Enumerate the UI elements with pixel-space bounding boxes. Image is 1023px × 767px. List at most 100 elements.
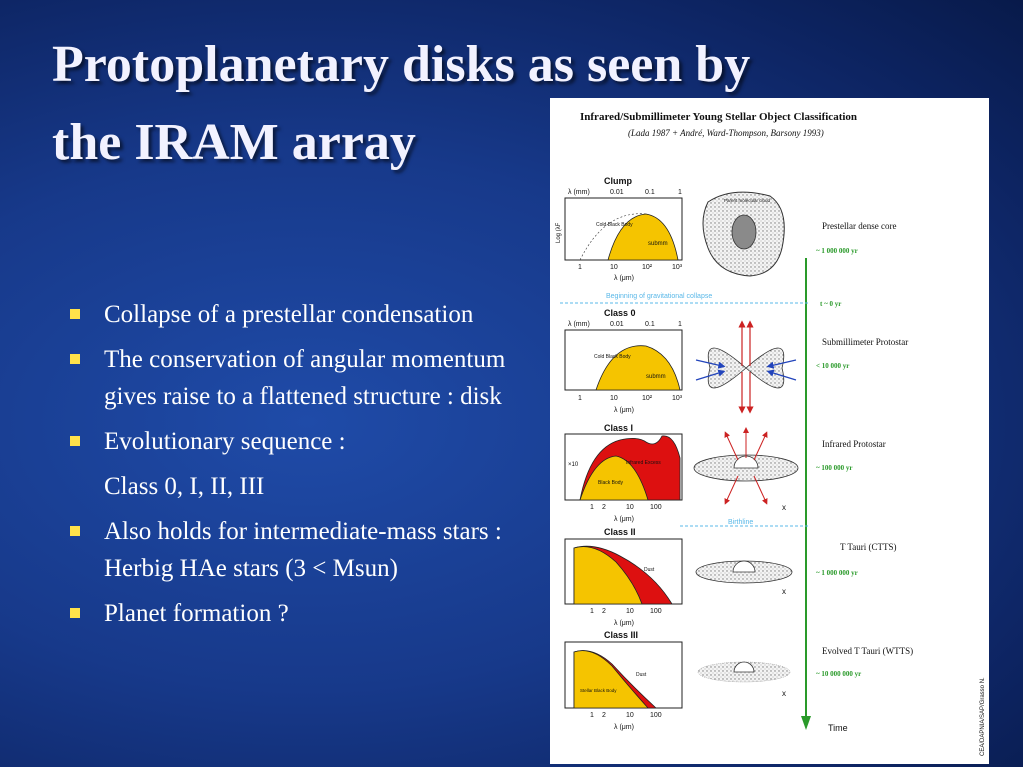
bullet-marker-icon bbox=[70, 436, 80, 446]
class0-label: Class 0 bbox=[604, 308, 636, 318]
clump-tick-bottom: 1 bbox=[578, 264, 582, 271]
class0-tick-top: 0.1 bbox=[645, 321, 655, 328]
class0-tick-bottom: 10² bbox=[642, 395, 653, 402]
class2-label: Class II bbox=[604, 527, 636, 537]
class2-tick-bottom: 10 bbox=[626, 608, 634, 615]
clump-age: ~ 1 000 000 yr bbox=[816, 247, 858, 255]
class3-sed-blackbody bbox=[573, 650, 649, 709]
class1-stage: Infrared Protostar bbox=[822, 439, 886, 449]
class1-tick-bottom: 1 bbox=[590, 504, 594, 511]
clump-tick-top: 0.1 bbox=[645, 189, 655, 196]
class2-age: ~ 1 000 000 yr bbox=[816, 569, 858, 577]
clump-sed-fill bbox=[607, 213, 679, 261]
infall-arrow-icon bbox=[766, 359, 797, 369]
bullet-text: Collapse of a prestellar condensation bbox=[104, 301, 474, 328]
class3-fill-label: Dust bbox=[636, 672, 647, 678]
class3-label: Class III bbox=[604, 630, 638, 640]
bullet-item: Collapse of a prestellar condensation bbox=[66, 296, 516, 333]
class1-fill-label: Infrared Excess bbox=[626, 460, 661, 466]
slide-title: Protoplanetary disks as seen by the IRAM… bbox=[52, 26, 932, 182]
class2-sed-blackbody bbox=[573, 546, 643, 605]
class3-curve-label: Stellar Black Body bbox=[580, 688, 617, 693]
bullet-text: The conservation of angular momentum giv… bbox=[104, 346, 506, 410]
class2-tick-bottom: 1 bbox=[590, 608, 594, 615]
class1-sed-blackbody bbox=[579, 455, 649, 501]
figure-title: Infrared/Submillimeter Young Stellar Obj… bbox=[580, 111, 857, 123]
bullet-item: The conservation of angular momentum giv… bbox=[66, 341, 516, 415]
class2-xlabel: λ (μm) bbox=[614, 620, 634, 627]
class3-tick-bottom: 10 bbox=[626, 712, 634, 719]
time-arrow-icon bbox=[801, 716, 811, 730]
clump-stage: Prestellar dense core bbox=[822, 221, 896, 231]
outflow-arrow-icon bbox=[753, 475, 768, 505]
class0-curve-label: Cold Black Body bbox=[594, 354, 631, 360]
clump-ylabel: Log (λF bbox=[556, 222, 562, 243]
class2-star-icon bbox=[732, 560, 756, 573]
class0-age: < 10 000 yr bbox=[816, 362, 849, 370]
class0-stage: Submillimeter Protostar bbox=[822, 337, 908, 347]
class0-sed-fill bbox=[595, 345, 681, 391]
class2-tick-bottom: 2 bbox=[602, 608, 606, 615]
class1-star-icon bbox=[733, 455, 759, 469]
cloud-label: Parent molecular cloud bbox=[724, 198, 771, 203]
class1-tick-bottom: 100 bbox=[650, 504, 662, 511]
clump-curve-label: Cold Black Body bbox=[596, 222, 633, 228]
class1-xlabel: λ (μm) bbox=[614, 516, 634, 523]
class3-tick-bottom: 2 bbox=[602, 712, 606, 719]
bullet-marker-icon bbox=[70, 526, 80, 536]
t0-label: t ~ 0 yr bbox=[820, 300, 841, 308]
infall-arrow-icon bbox=[695, 369, 726, 381]
bullet-list: Collapse of a prestellar condensation Th… bbox=[66, 296, 516, 640]
class0-tick-top: 1 bbox=[678, 321, 682, 328]
class3-tick-bottom: 1 bbox=[590, 712, 594, 719]
class1-curve-label: Black Body bbox=[598, 480, 624, 486]
class0-xlabel: λ (μm) bbox=[614, 407, 634, 414]
dense-core-icon bbox=[731, 214, 757, 250]
bullet-item: Planet formation ? bbox=[66, 595, 516, 632]
class0-tick-bottom: 10 bbox=[610, 395, 618, 402]
class1-tick-bottom: 2 bbox=[602, 504, 606, 511]
outflow-arrow-icon bbox=[724, 475, 739, 505]
class1-label: Class I bbox=[604, 423, 633, 433]
figure-svg: Infrared/Submillimeter Young Stellar Obj… bbox=[556, 111, 986, 756]
figure-subtitle: (Lada 1987 + André, Ward-Thompson, Barso… bbox=[628, 128, 824, 138]
class0-axis-top: λ (mm) bbox=[568, 321, 590, 328]
protostar-envelope-sketch bbox=[707, 347, 785, 389]
bullet-text: Also holds for intermediate-mass stars :… bbox=[104, 518, 502, 582]
class3-axis-marker: x bbox=[782, 689, 786, 698]
clump-xlabel: λ (μm) bbox=[614, 275, 634, 282]
outflow-arrow-icon bbox=[753, 431, 768, 461]
clump-fill-label: submm bbox=[648, 241, 668, 247]
outflow-arrow-icon bbox=[724, 431, 739, 461]
clump-tick-bottom: 10³ bbox=[672, 264, 683, 271]
class0-fill-label: submm bbox=[646, 374, 666, 380]
class2-axis-marker: x bbox=[782, 587, 786, 596]
indented-line: Class 0, I, II, III bbox=[104, 473, 265, 500]
class3-xlabel: λ (μm) bbox=[614, 724, 634, 731]
bullet-item: Also holds for intermediate-mass stars :… bbox=[66, 513, 516, 587]
class3-stage: Evolved T Tauri (WTTS) bbox=[822, 646, 913, 656]
class2-stage: T Tauri (CTTS) bbox=[840, 542, 897, 552]
infall-arrow-icon bbox=[695, 359, 726, 369]
class0-tick-bottom: 10³ bbox=[672, 395, 683, 402]
title-line-2: the IRAM array bbox=[52, 114, 416, 171]
infall-arrow-icon bbox=[766, 369, 797, 381]
clump-axis-top: λ (mm) bbox=[568, 189, 590, 196]
class3-tick-bottom: 100 bbox=[650, 712, 662, 719]
class0-tick-top: 0.01 bbox=[610, 321, 624, 328]
class1-factor: ×10 bbox=[568, 462, 579, 468]
time-label: Time bbox=[828, 723, 848, 733]
class1-age: ~ 100 000 yr bbox=[816, 464, 853, 472]
bullet-text: Planet formation ? bbox=[104, 600, 289, 627]
class1-tick-bottom: 10 bbox=[626, 504, 634, 511]
bullet-marker-icon bbox=[70, 354, 80, 364]
clump-tick-bottom: 10² bbox=[642, 264, 653, 271]
clump-tick-top: 1 bbox=[678, 189, 682, 196]
class2-tick-bottom: 100 bbox=[650, 608, 662, 615]
class0-tick-bottom: 1 bbox=[578, 395, 582, 402]
clump-tick-bottom: 10 bbox=[610, 264, 618, 271]
bullet-marker-icon bbox=[70, 608, 80, 618]
collapse-label: Beginning of gravitational collapse bbox=[606, 293, 712, 300]
bullet-text: Evolutionary sequence : bbox=[104, 428, 346, 455]
class3-star-icon bbox=[733, 661, 755, 673]
